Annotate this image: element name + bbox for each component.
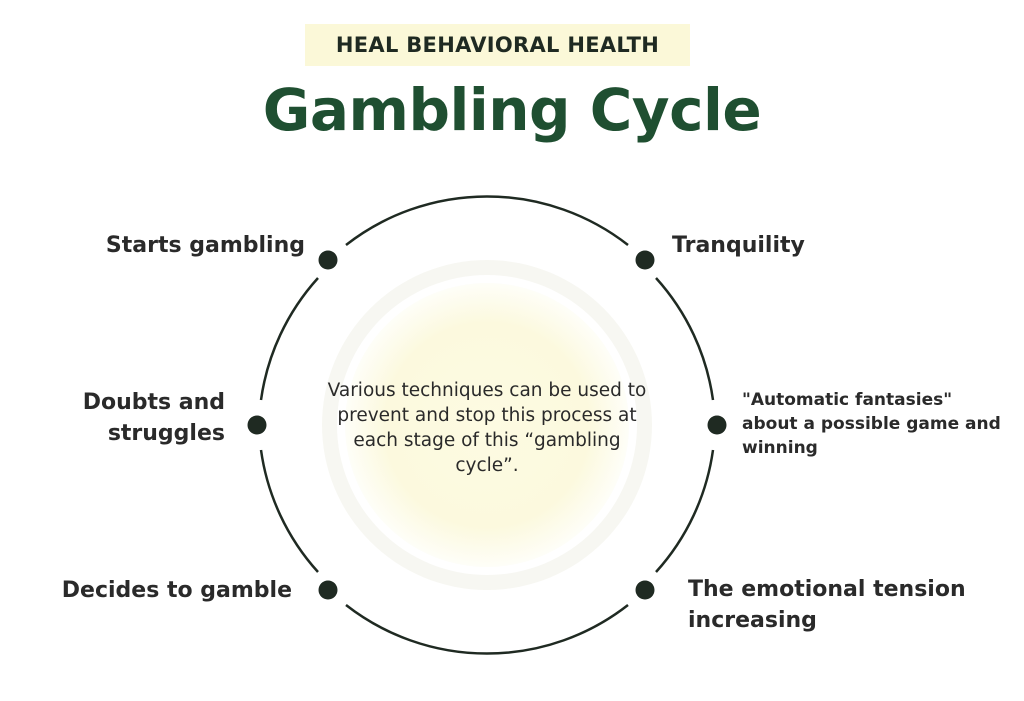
ring-arc-upper-left (259, 277, 319, 401)
stage-label-automatic-fantasies: "Automatic fantasies" about a possible g… (742, 390, 1001, 458)
ring-arc-bottom (345, 604, 629, 655)
stage-label-doubts-and-struggles: Doubts and struggles (82, 390, 225, 446)
page-title: Gambling Cycle (262, 76, 762, 144)
stage-label-decides-to-gamble: Decides to gamble (61, 578, 292, 603)
ring-arc-lower-left (259, 449, 319, 573)
node-automatic-fantasies (707, 415, 727, 435)
center-description: Various techniques can be used to preven… (327, 380, 647, 476)
node-doubts-and-struggles (247, 415, 267, 435)
brand-name: HEAL BEHAVIORAL HEALTH (335, 33, 660, 57)
stage-label-starts-gambling: Starts gambling (105, 233, 305, 258)
brand-tag: HEAL BEHAVIORAL HEALTH (305, 24, 690, 66)
node-emotional-tension (635, 580, 655, 600)
node-tranquility (635, 250, 655, 270)
stage-label-emotional-tension: The emotional tension increasing (688, 577, 966, 633)
center-fill (345, 283, 629, 567)
node-starts-gambling (318, 250, 338, 270)
node-decides-to-gamble (318, 580, 338, 600)
ring-arc-lower-right (655, 449, 715, 573)
ring-arc-upper-right (655, 277, 715, 401)
stage-label-tranquility: Tranquility (672, 233, 805, 258)
ring-arc-top (345, 195, 629, 246)
